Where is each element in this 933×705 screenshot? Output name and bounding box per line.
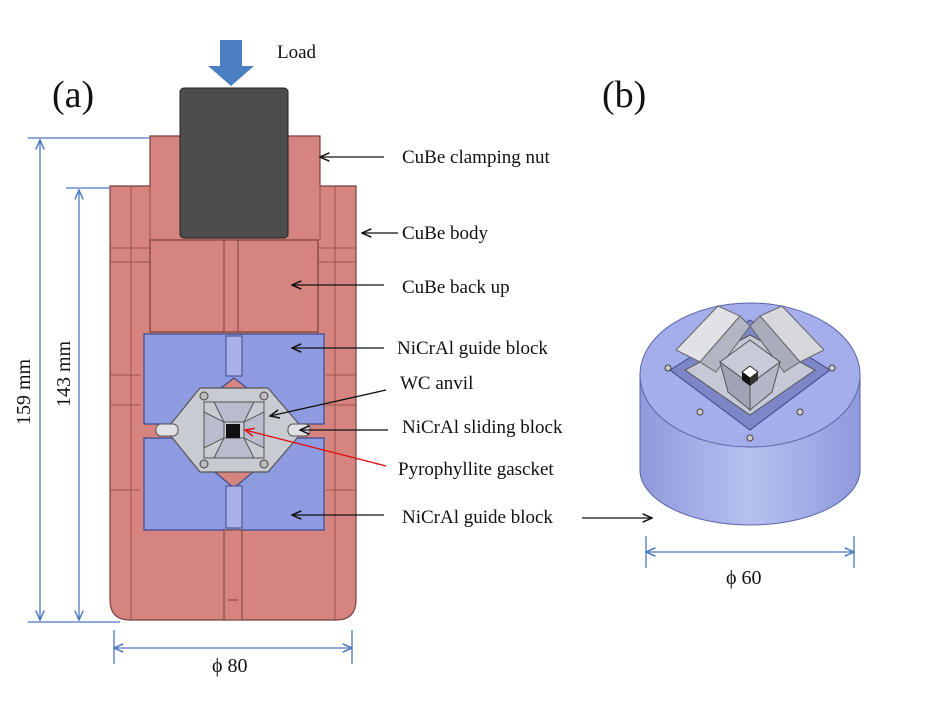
guide-block-top-label: NiCrAl guide block (397, 338, 548, 359)
cube-back-up (149, 239, 319, 333)
cell-3d-view (639, 302, 861, 526)
gasket-label: Pyrophyllite gascket (398, 459, 554, 480)
diameter-a-label: ϕ 80 (212, 655, 248, 677)
panel-label-a: (a) (52, 74, 95, 116)
load-label: Load (277, 42, 317, 63)
panel-label-b: (b) (602, 74, 647, 116)
body-label: CuBe body (402, 223, 489, 244)
piston (179, 87, 289, 239)
diameter-b-label: ϕ 60 (726, 567, 762, 589)
load-arrow (208, 40, 254, 86)
height-outer-label: 159 mm (13, 358, 35, 425)
cell-cross-section (28, 87, 854, 664)
clamping-nut-label: CuBe clamping nut (402, 147, 550, 168)
height-inner-label: 143 mm (53, 340, 75, 407)
wc-anvil-label: WC anvil (400, 373, 474, 394)
sliding-block-label: NiCrAl sliding block (402, 417, 563, 438)
guide-block-bottom-label: NiCrAl guide block (402, 507, 553, 528)
gasket-sample (226, 424, 240, 438)
back-up-label: CuBe back up (402, 277, 510, 298)
